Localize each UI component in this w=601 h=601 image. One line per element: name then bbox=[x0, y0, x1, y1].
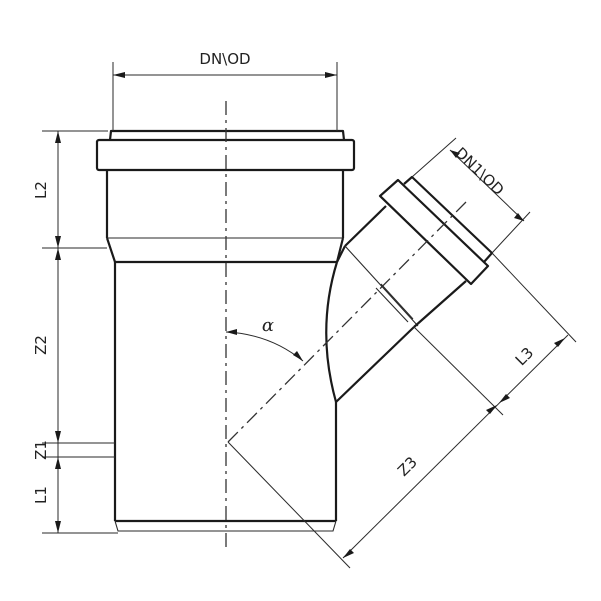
label-branch-diameter: DN1\OD bbox=[451, 144, 507, 199]
label-z1: Z1 bbox=[32, 440, 50, 460]
label-l2: L2 bbox=[32, 181, 50, 199]
label-z3: Z3 bbox=[394, 453, 421, 480]
branch-pipe bbox=[325, 175, 494, 403]
main-pipe-body bbox=[95, 129, 356, 532]
label-l1: L1 bbox=[32, 486, 50, 504]
center-lines bbox=[225, 101, 467, 548]
label-l3: L3 bbox=[512, 344, 537, 369]
dim-main-diameter: DN\OD bbox=[112, 50, 338, 131]
dim-left-chain: L2 Z2 Z1 L1 bbox=[32, 130, 118, 534]
dim-branch-diameter: DN1\OD bbox=[411, 137, 531, 254]
label-z2: Z2 bbox=[32, 335, 50, 355]
label-alpha: α bbox=[262, 315, 274, 336]
dim-branch-angle: α bbox=[225, 315, 304, 362]
branch-centerline bbox=[227, 201, 467, 443]
label-main-diameter: DN\OD bbox=[199, 50, 250, 68]
